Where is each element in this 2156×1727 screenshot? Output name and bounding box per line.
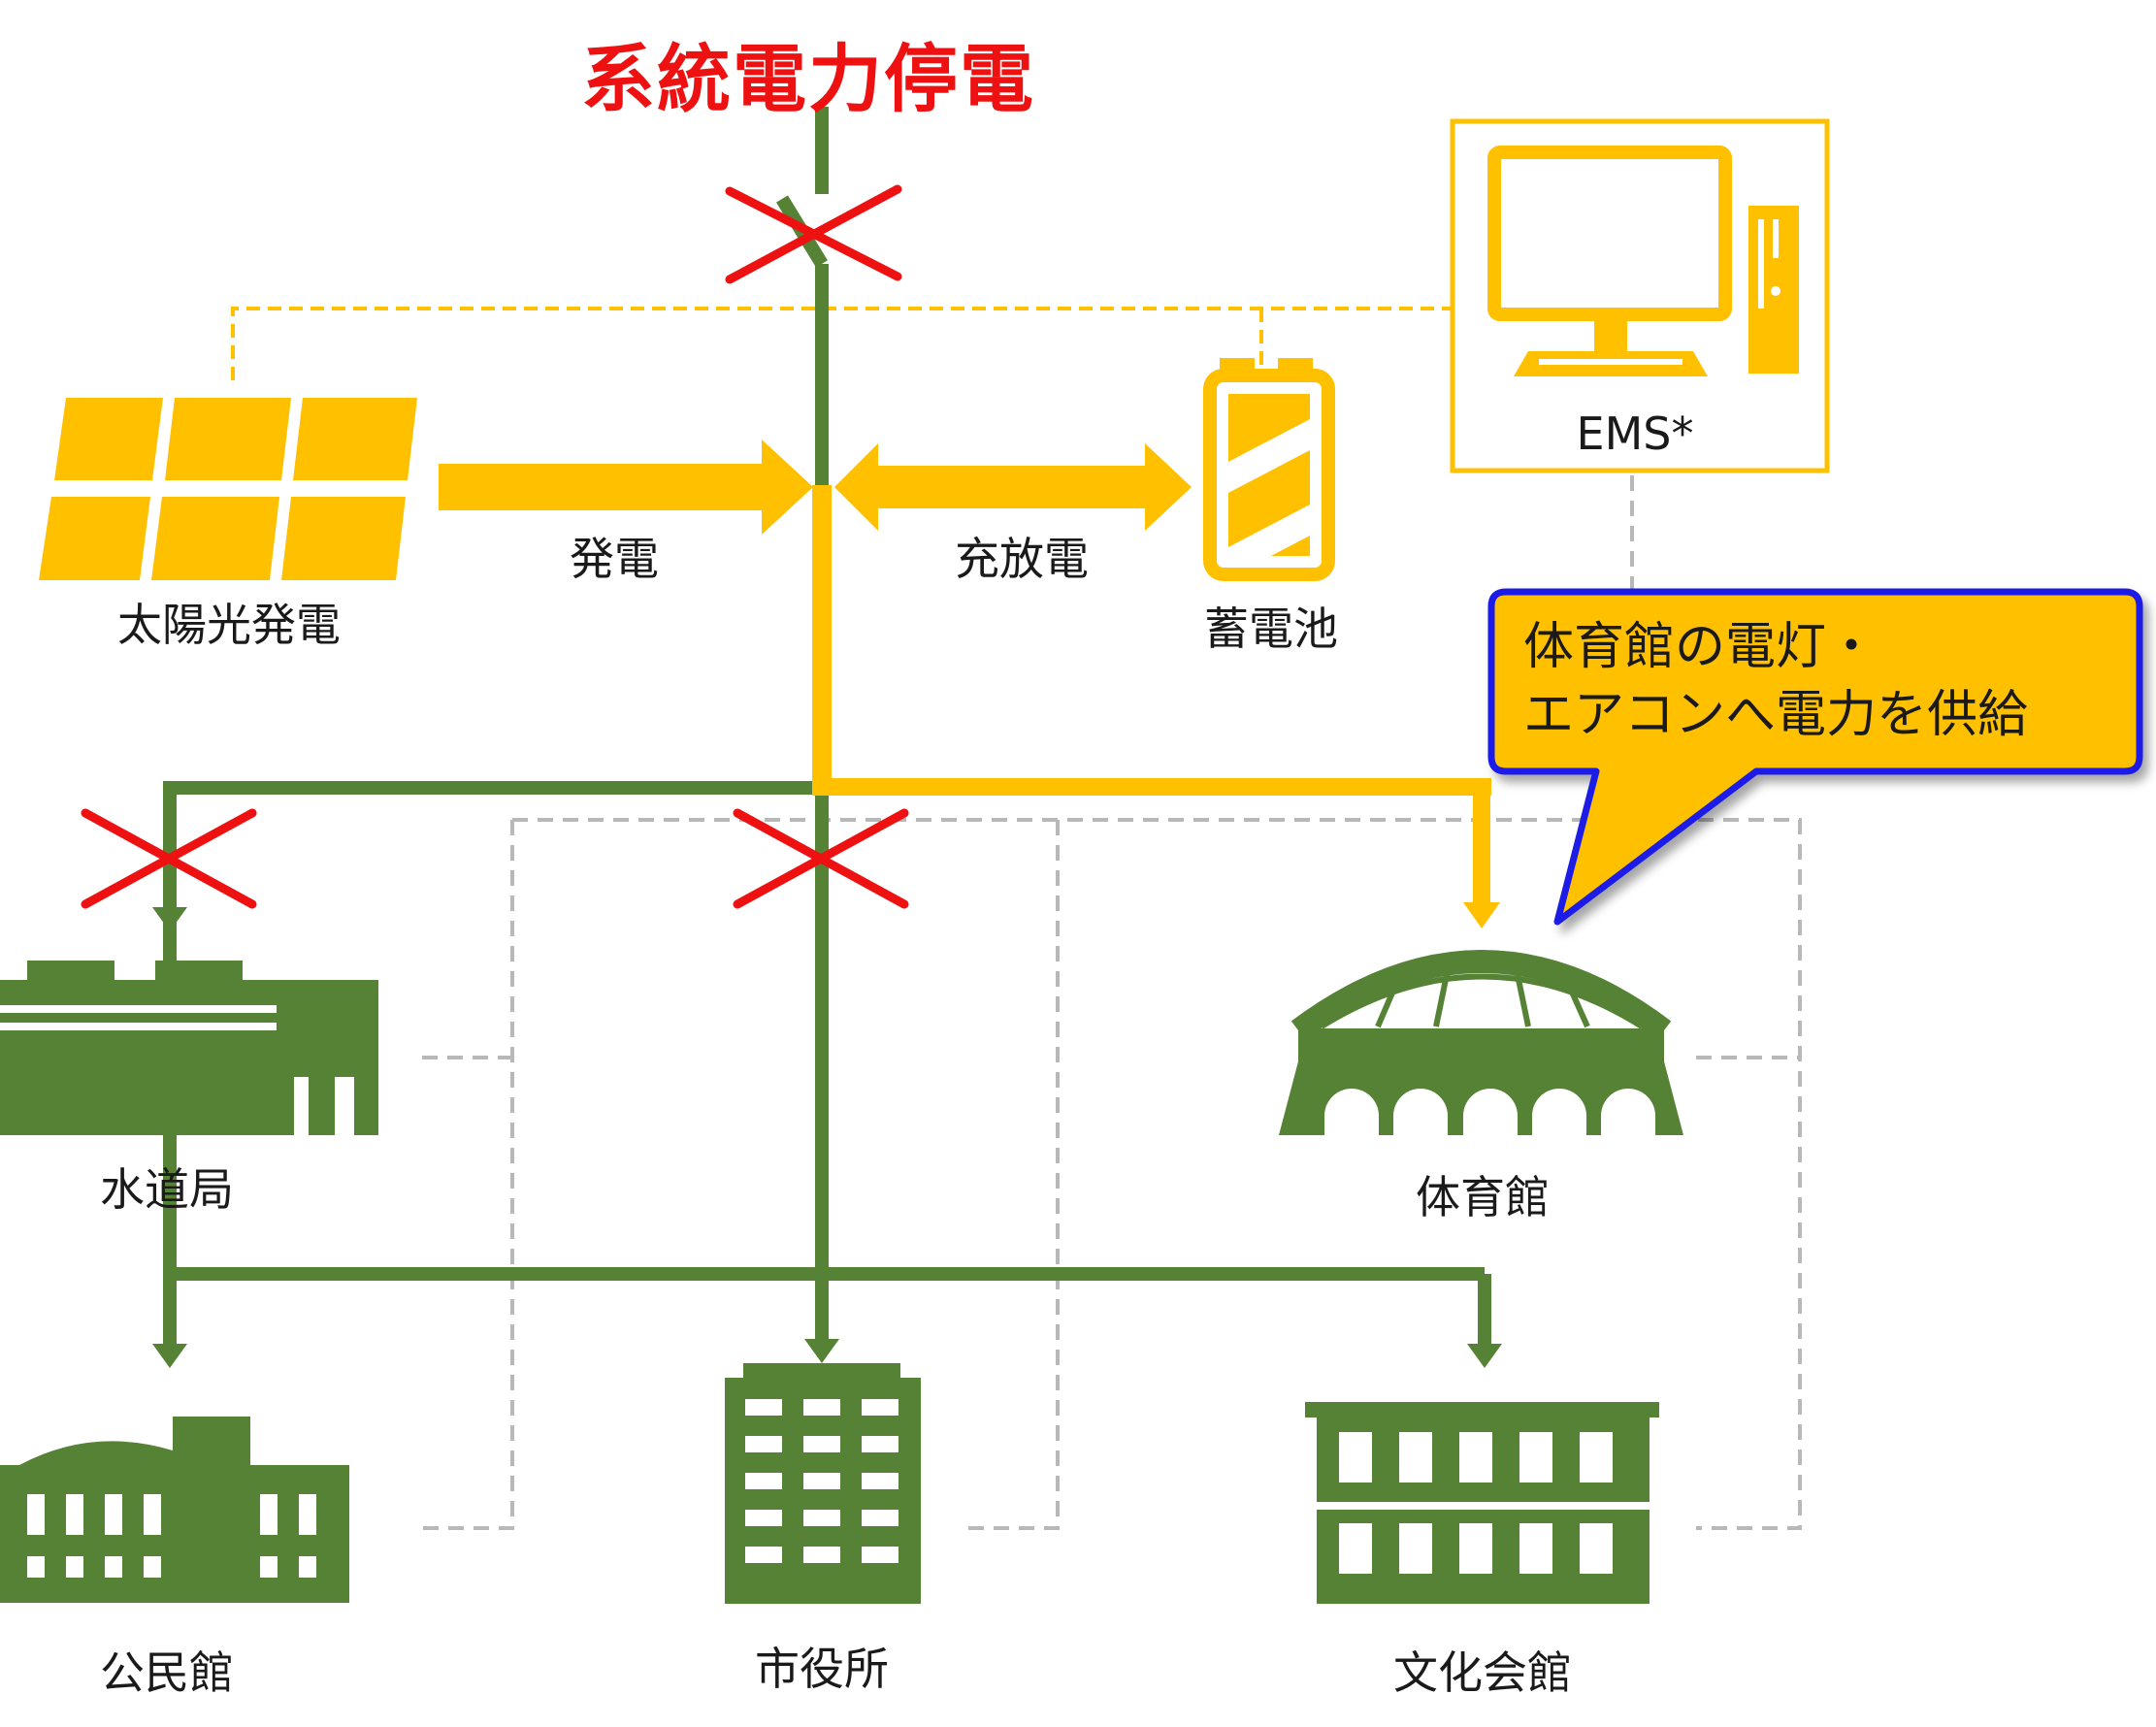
generation-label: 発電	[570, 533, 659, 585]
diagram-title: 系統電力停電	[581, 36, 1035, 122]
callout-line-2: エアコンへ電力を供給	[1523, 686, 2029, 744]
culture-hall-icon	[1305, 1402, 1659, 1604]
community-hall-label: 公民館	[100, 1646, 234, 1699]
grid-lines	[163, 107, 1491, 1344]
battery-icon	[1203, 358, 1335, 581]
city-hall-icon	[725, 1363, 921, 1604]
grid-arrowheads	[152, 907, 1502, 1368]
battery-label: 蓄電池	[1204, 603, 1338, 655]
callout-bubble	[1487, 588, 2143, 926]
ems-box	[1450, 118, 1830, 473]
outage-cross-water	[81, 808, 257, 909]
charge-discharge-arrow	[834, 443, 1192, 531]
gymnasium-label: 体育館	[1416, 1171, 1550, 1223]
city-hall-label: 市役所	[755, 1643, 889, 1695]
generation-arrow	[439, 440, 813, 535]
outage-cross-center	[733, 808, 909, 909]
backup-power-path	[812, 485, 1500, 929]
solar-panel-icon	[39, 398, 417, 580]
culture-hall-label: 文化会館	[1393, 1646, 1572, 1699]
charge-label: 充放電	[955, 533, 1089, 585]
solar-label: 太陽光発電	[117, 599, 341, 651]
callout-text: 体育館の電灯・ エアコンへ電力を供給	[1523, 613, 2096, 749]
gymnasium-icon	[1279, 950, 1683, 1135]
control-lines	[422, 475, 1802, 1530]
outage-cross-main	[725, 184, 902, 284]
ems-label: EMS*	[1576, 407, 1694, 460]
water-bureau-icon	[0, 961, 378, 1135]
callout-line-1: 体育館の電灯・	[1523, 618, 1878, 676]
community-hall-icon	[0, 1417, 349, 1603]
ems-signal-lines	[231, 307, 1453, 380]
water-bureau-label: 水道局	[100, 1163, 234, 1216]
